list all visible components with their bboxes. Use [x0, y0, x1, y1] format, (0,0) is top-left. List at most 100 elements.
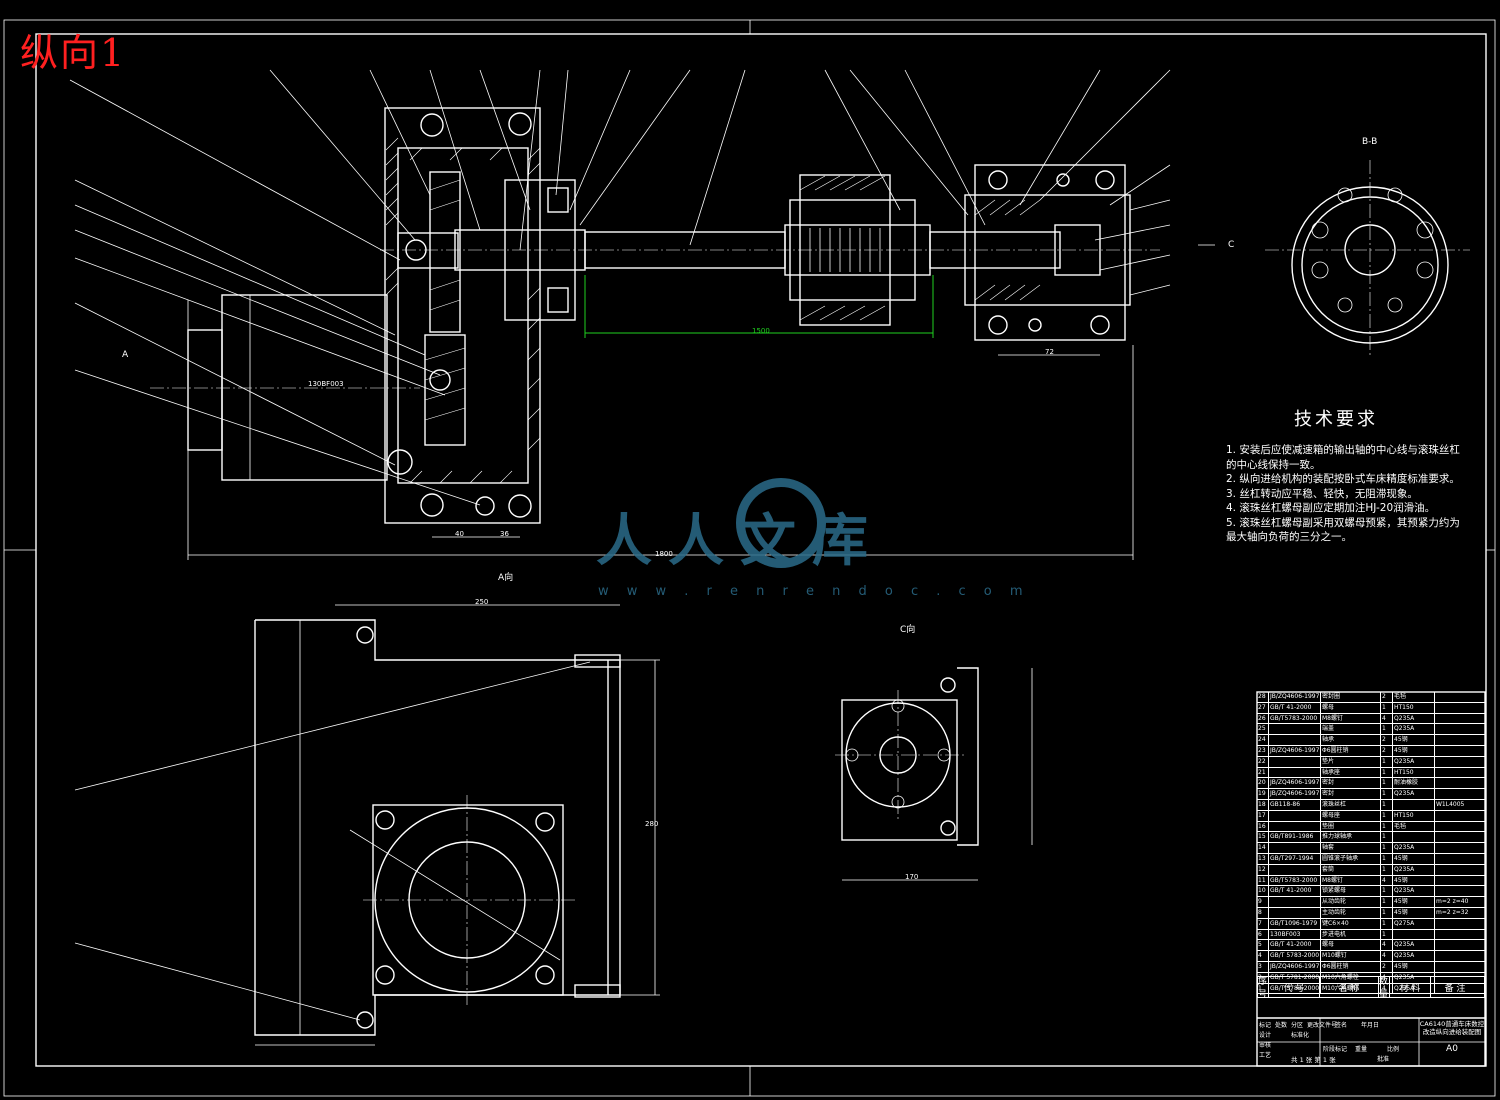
bom-cell: 1 [1381, 810, 1393, 821]
bom-cell: 1 [1381, 897, 1393, 907]
bom-cell [1269, 767, 1321, 778]
bom-cell: GB/T5783-2000 [1269, 713, 1321, 724]
bom-cell: 17 [1257, 810, 1269, 821]
bom-cell [1269, 756, 1321, 767]
bom-cell [1435, 768, 1484, 778]
tech-item: 1. 安装后应使减速箱的输出轴的中心线与滚珠丝杠的中心线保持一致。 [1226, 444, 1460, 471]
bom-cell: 4 [1381, 713, 1393, 724]
bom-cell: 2 [1381, 735, 1393, 745]
tech-heading: 技术要求 [1294, 409, 1378, 430]
dim-40: 40 [455, 530, 464, 538]
bom-cell: 16 [1257, 821, 1269, 832]
tech-item: 4. 滚珠丝杠螺母副应定期加注HJ-20润滑油。 [1226, 502, 1436, 514]
bom-cell [1435, 746, 1484, 756]
bom-cell: JB/ZQ4606-1997 [1270, 745, 1321, 756]
bom-cell: GB118-86 [1269, 799, 1321, 810]
bom-cell [1435, 843, 1484, 853]
bom-header-cell: 序号 [1258, 977, 1269, 1000]
bom-cell: Q235A [1393, 756, 1435, 767]
bom-cell: 2 [1381, 692, 1393, 702]
bom-cell: 1 [1381, 724, 1393, 735]
bom-cell: 1 [1381, 778, 1393, 789]
bom-cell: GB/T5783-2000 [1269, 875, 1321, 886]
bom-cell: Q235A [1393, 983, 1435, 994]
technical-requirements: 技术要求 1. 安装后应使减速箱的输出轴的中心线与滚珠丝杠的中心线保持一致。 2… [1226, 405, 1466, 545]
bom-header-cell: 数量 [1379, 977, 1390, 1000]
bom-cell [1269, 735, 1321, 745]
bom-header-cell: 材 料 [1390, 977, 1431, 997]
dim-motor-flange: 130BF003 [308, 380, 344, 388]
bom-cell: 主动齿轮 [1321, 907, 1381, 918]
bom-cell [1269, 724, 1321, 735]
section-bb-label: B-B [1362, 137, 1378, 147]
bom-cell: W1L4005 [1436, 800, 1465, 808]
bom-cell: 轴承 [1321, 735, 1381, 745]
bom-cell: 1 [1381, 864, 1393, 875]
bom-cell: 从动齿轮 [1321, 897, 1381, 907]
bom-cell: 27 [1257, 702, 1269, 713]
gearbox-section [384, 107, 541, 524]
bom-cell: 45钢 [1393, 875, 1435, 886]
title-block-label: 批准 [1377, 1056, 1390, 1063]
bom-cell: HT150 [1393, 702, 1435, 713]
bom-cell [1435, 735, 1484, 745]
bom-cell: 1 [1381, 853, 1393, 864]
bom-cell: 25 [1257, 724, 1269, 735]
bearing-support [964, 164, 1131, 341]
bom-cell: 45钢 [1393, 735, 1435, 745]
view-arrow-a-label: A [122, 350, 129, 360]
bom-cell: 4 [1381, 940, 1393, 951]
tech-item: 3. 丝杠转动应平稳、轻快，无阻滞现象。 [1226, 487, 1418, 500]
bom-cell [1435, 724, 1484, 734]
bom-cell: 端盖 [1321, 724, 1381, 735]
watermark-url: w w w . r e n r e n d o c . c o m [598, 584, 1030, 599]
bom-cell: 9 [1257, 897, 1269, 907]
bom-cell: Q235A [1393, 789, 1435, 799]
bom-cell: 键C6×40 [1321, 918, 1381, 929]
bom-cell: GB/T 41-2000 [1269, 702, 1321, 713]
dim-bearing-span: 72 [1045, 348, 1054, 356]
bom-cell [1269, 843, 1321, 853]
bom-cell: Q275A [1393, 918, 1435, 929]
bom-cell: GB/T297-1994 [1269, 853, 1321, 864]
bom-cell: JB/ZQ4606-1997 [1270, 692, 1321, 702]
title-block-label: 分区 [1291, 1022, 1304, 1029]
bom-cell: 22 [1257, 756, 1269, 767]
bom-cell: 垫圈 [1321, 821, 1381, 832]
bom-cell: 4 [1381, 875, 1393, 886]
bom-cell: 11 [1257, 875, 1269, 886]
bom-cell: Φ6圆柱销 [1321, 745, 1381, 756]
title-block-label: 标记 [1259, 1022, 1272, 1029]
bom-cell: GB/T 5781-2000 [1270, 972, 1321, 983]
bom-cell: 滚珠丝杠 [1321, 799, 1381, 810]
bom-frame [1256, 691, 1486, 1067]
tech-item: 2. 纵向进给机构的装配按卧式车床精度标准要求。 [1226, 473, 1460, 485]
drawing-name: CA6140普通车床数控改造纵向进给装配图 [1419, 1020, 1485, 1036]
view-a-label: A向 [498, 573, 514, 583]
bom-cell: 26 [1257, 713, 1269, 724]
bom-cell: 21 [1257, 767, 1269, 778]
view-a [74, 604, 660, 1046]
bom-cell: GB/T 5783-2000 [1270, 983, 1321, 994]
bom-cell: 19 [1257, 789, 1269, 799]
bom-cell: M10六角螺钉 [1321, 983, 1381, 994]
bom-cell: 1 [1381, 821, 1393, 832]
bom-cell: m=2 z=40 [1436, 898, 1469, 906]
bom-cell: 12 [1257, 864, 1269, 875]
bom-cell: 毛毡 [1393, 821, 1435, 832]
bom-cell [1435, 757, 1484, 767]
bom-cell: 螺母 [1321, 702, 1381, 713]
bom-cell: 45钢 [1393, 897, 1435, 907]
